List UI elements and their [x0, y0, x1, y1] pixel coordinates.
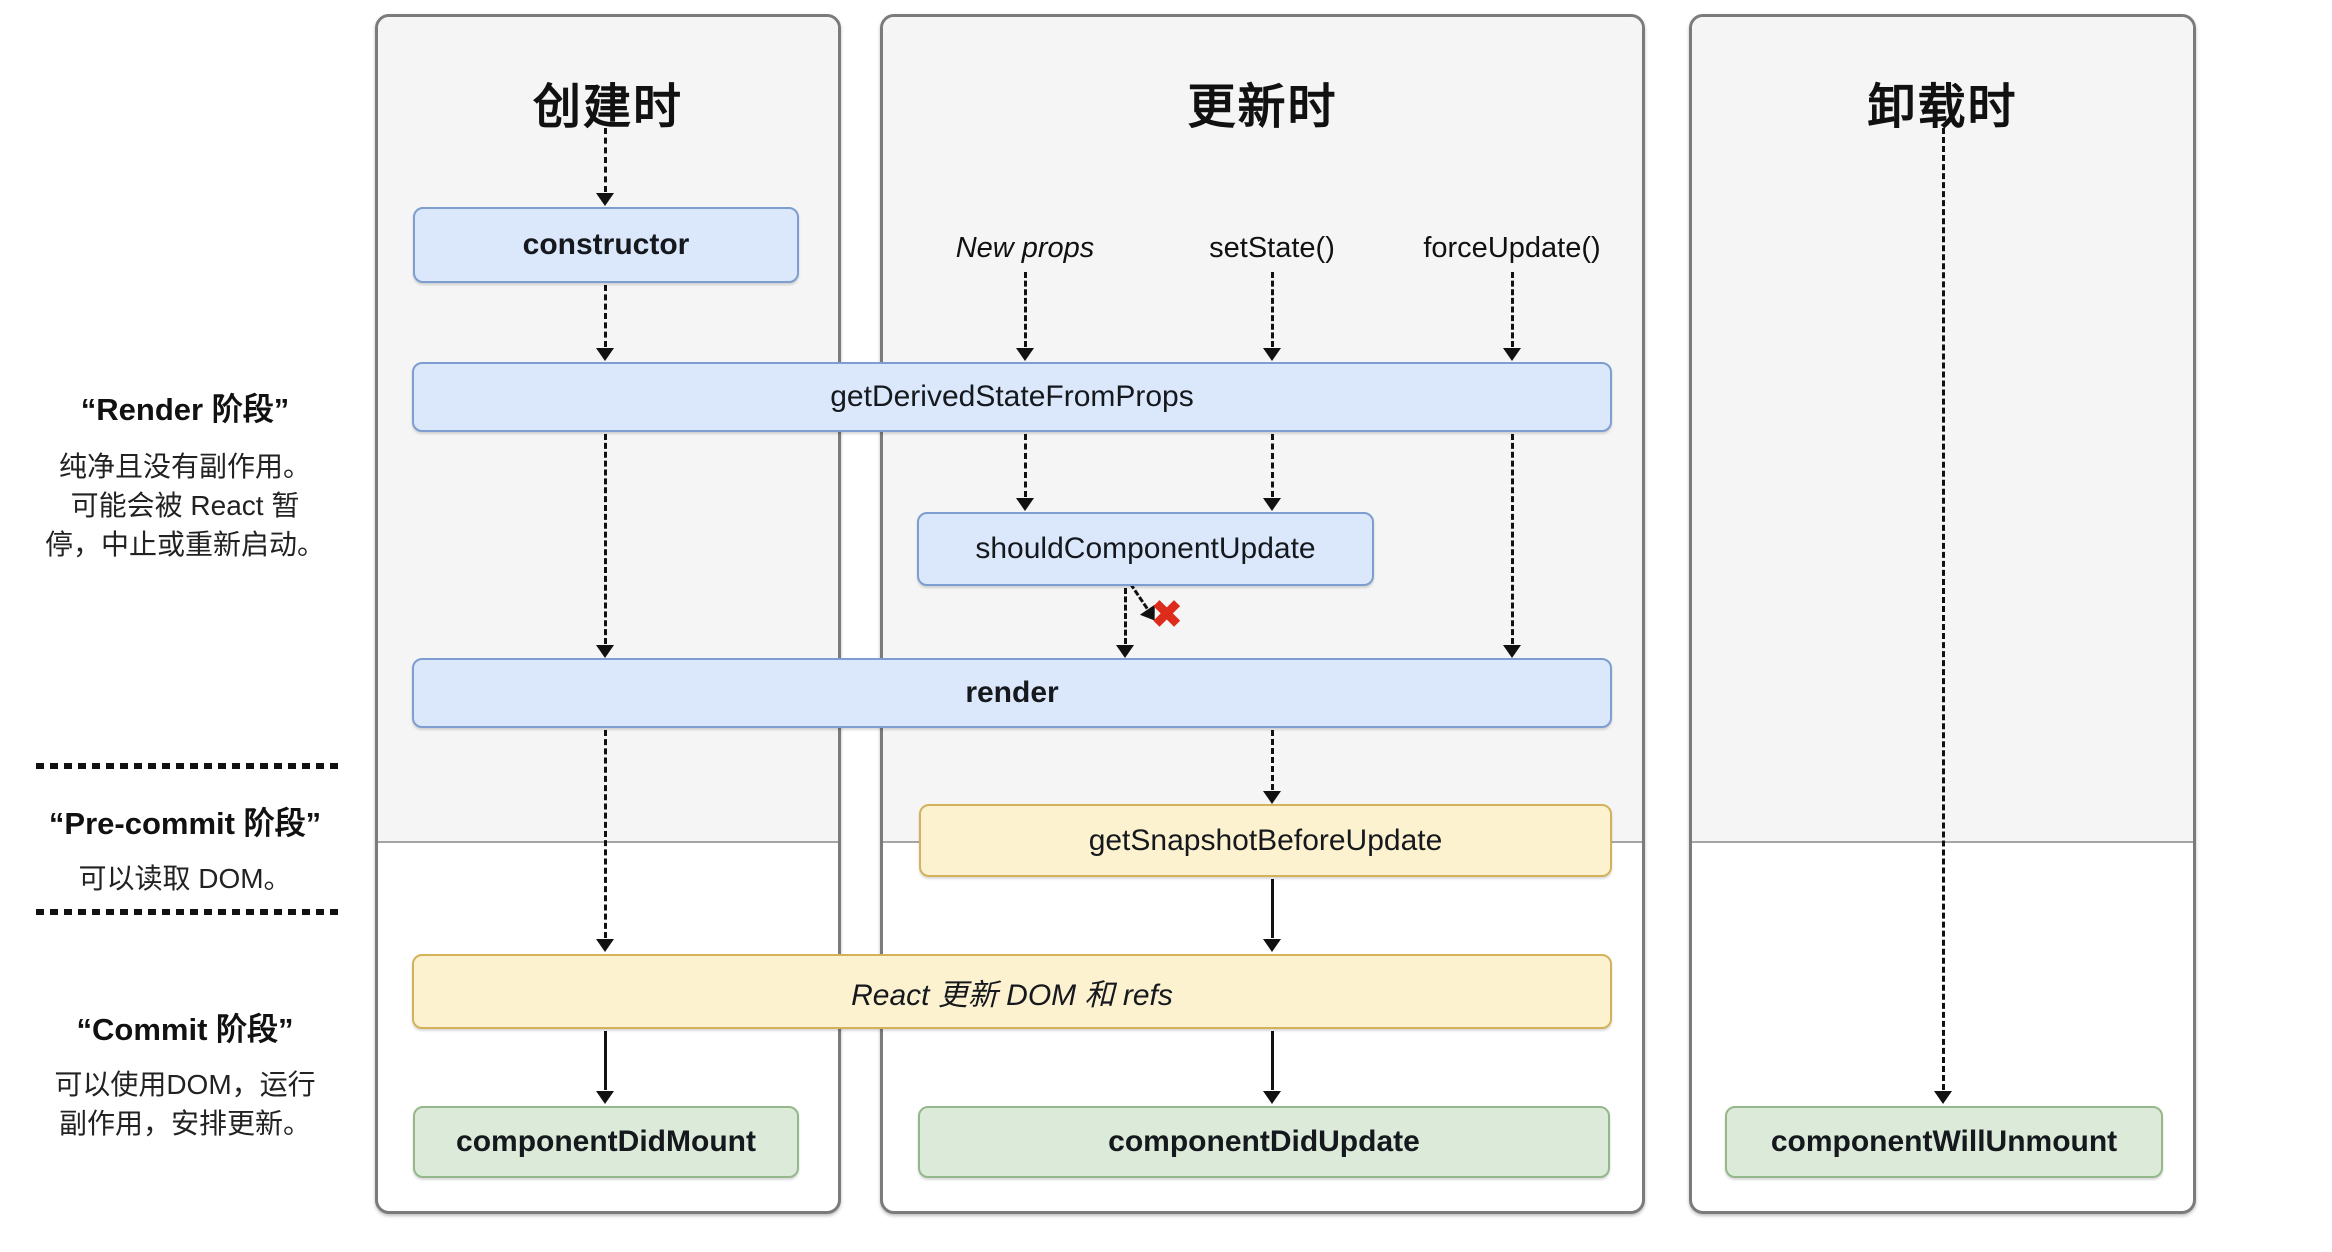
bailout-x-icon: ✖ — [1150, 593, 1184, 637]
commit-phase-title: “Commit 阶段” — [76, 1012, 294, 1047]
phase-divider-bottom — [36, 909, 338, 915]
column-title-unmounting: 卸载时 — [1867, 81, 2018, 134]
precommit-phase-description: 可以读取 DOM。 — [78, 863, 292, 894]
column-title-updating: 更新时 — [1187, 81, 1338, 134]
trigger-force-update: forceUpdate() — [1423, 232, 1601, 264]
commit-phase-label: “Commit 阶段” 可以使用DOM，运行 副作用，安排更新。 — [18, 1004, 352, 1143]
node-react-updates-dom: React 更新 DOM 和 refs — [412, 954, 1612, 1029]
column-title-mounting: 创建时 — [532, 81, 683, 134]
node-render: render — [412, 658, 1612, 728]
column-updating: 更新时 — [880, 14, 1645, 1214]
trigger-new-props: New props — [955, 232, 1095, 264]
precommit-phase-label: “Pre-commit 阶段” 可以读取 DOM。 — [18, 798, 352, 898]
node-component-did-mount: componentDidMount — [413, 1106, 799, 1178]
precommit-phase-title: “Pre-commit 阶段” — [48, 806, 322, 841]
node-get-snapshot-before-update: getSnapshotBeforeUpdate — [919, 804, 1612, 877]
node-component-did-update: componentDidUpdate — [918, 1106, 1610, 1178]
node-get-derived-state-from-props: getDerivedStateFromProps — [412, 362, 1612, 432]
node-component-will-unmount: componentWillUnmount — [1725, 1106, 2163, 1178]
commit-phase-description: 可以使用DOM，运行 副作用，安排更新。 — [54, 1069, 316, 1139]
render-phase-title: “Render 阶段” — [80, 392, 290, 427]
trigger-set-state: setState() — [1209, 232, 1335, 264]
node-should-component-update: shouldComponentUpdate — [917, 512, 1374, 586]
node-constructor: constructor — [413, 207, 799, 283]
render-phase-label: “Render 阶段” 纯净且没有副作用。 可能会被 React 暂 停，中止或… — [18, 384, 352, 564]
render-phase-description: 纯净且没有副作用。 可能会被 React 暂 停，中止或重新启动。 — [44, 451, 325, 560]
phase-divider-top — [36, 763, 338, 769]
